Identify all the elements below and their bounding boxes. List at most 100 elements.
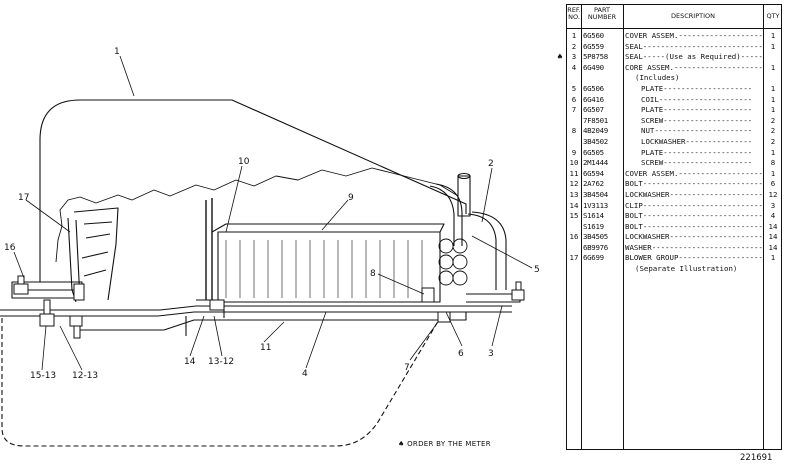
part-number-cell: 6G560 xyxy=(583,31,604,40)
core-top-plate xyxy=(211,223,445,233)
part-number-cell: S1619 xyxy=(583,221,604,231)
part-number-cell: 4B2049 xyxy=(583,126,608,136)
callout-8: 8 xyxy=(370,269,376,279)
callout-3: 3 xyxy=(488,349,494,359)
qty-cell: 1 xyxy=(770,147,776,157)
part-number-cell: 5P8758 xyxy=(583,52,608,62)
qty-cell: 4 xyxy=(770,211,776,221)
qty-cell: 3 xyxy=(770,200,776,210)
description-cell: LOCKWASHER--------------- xyxy=(641,136,753,146)
ref-no-cell: 16 xyxy=(569,232,579,242)
pipe-fitting xyxy=(457,175,471,217)
blower-shroud xyxy=(73,207,119,301)
qty-cell: 6 xyxy=(770,179,776,189)
callout-15-13: 15-13 xyxy=(30,371,56,381)
description-cell: PLATE-------------------- xyxy=(641,147,753,157)
ref-no-cell: 2 xyxy=(571,41,577,51)
parts-rows: 1 6G560 COVER ASSEM.--------------------- 1… xyxy=(557,31,781,275)
exploded-view-drawing: 1 2 3 4 5 6 7 8 9 10 11 14 13-12 16 17 1… xyxy=(0,47,540,447)
description-cell: NUT---------------------- xyxy=(641,126,753,136)
qty-cell: 1 xyxy=(770,83,776,93)
callout-labels: 1 2 3 4 5 6 7 8 9 10 11 14 13-12 16 17 1… xyxy=(4,47,540,381)
callout-9: 9 xyxy=(348,193,354,203)
part-number-cell: 6G490 xyxy=(583,62,604,72)
description-cell: COIL--------------------- xyxy=(641,94,753,104)
ref-no-cell: 10 xyxy=(569,158,579,168)
qty-cell: 12 xyxy=(768,189,778,199)
part-number-cell: S1614 xyxy=(583,211,604,221)
cutaway-edge xyxy=(55,167,459,263)
table-row: 2 6G559 SEAL------------------------------… xyxy=(567,42,781,53)
callout-5: 5 xyxy=(534,265,540,275)
qty-cell: 2 xyxy=(770,115,776,125)
part-number-cell: 6G507 xyxy=(583,105,604,115)
description-cell: PLATE-------------------- xyxy=(641,83,753,93)
ref-no-cell: 5 xyxy=(571,83,577,93)
description-cell: PLATE-------------------- xyxy=(641,105,753,115)
description-cell: COVER ASSEM.--------------------- xyxy=(625,31,763,40)
order-by-meter-mark: ♠ xyxy=(556,52,564,62)
qty-cell: 1 xyxy=(770,253,776,263)
callout-7: 7 xyxy=(404,363,410,373)
table-row: 12 2A762 BOLT-----------------------------… xyxy=(567,179,781,190)
table-row: S1619 BOLT-------------------------------… xyxy=(567,222,781,233)
qty-cell: 2 xyxy=(770,136,776,146)
ref-no-cell: 8 xyxy=(571,126,577,136)
table-row: 141V3113CLIP----------------------------… xyxy=(567,201,781,212)
ref-no-cell: 15 xyxy=(569,211,579,221)
qty-cell: 2 xyxy=(770,126,776,136)
callout-6: 6 xyxy=(458,349,464,359)
table-row: (Separate Illustration) xyxy=(567,264,781,275)
description-cell: BOLT------------------------------- xyxy=(625,179,763,189)
description-cell: BOLT------------------------------- xyxy=(625,221,763,231)
table-row: 5 6G506 PLATE-------------------- 1 xyxy=(567,84,781,95)
qty-cell: 14 xyxy=(768,221,778,231)
header-description: DESCRIPTION xyxy=(671,12,715,20)
ref-no-cell: 11 xyxy=(569,168,579,178)
base-plate xyxy=(0,305,512,331)
qty-cell: 1 xyxy=(770,62,776,72)
coil-tubes xyxy=(429,183,507,290)
ref-no-cell: 14 xyxy=(569,200,579,210)
table-row: 8 4B2049 NUT---------------------- 2 xyxy=(567,126,781,137)
ref-no-cell: 12 xyxy=(569,179,579,189)
description-cell: (Includes) xyxy=(635,73,680,83)
part-number-cell: 6G506 xyxy=(583,83,604,93)
description-cell: WASHER----------------------------- xyxy=(625,242,763,252)
callout-1: 1 xyxy=(114,47,120,57)
part-number-cell: 1V3113 xyxy=(583,200,608,210)
part-number-cell: 6G699 xyxy=(583,253,604,263)
qty-cell: 14 xyxy=(768,242,778,252)
part-number-cell: 2A762 xyxy=(583,179,604,189)
table-row: 6B9976 WASHER----------------------------… xyxy=(567,243,781,254)
part-number-cell: 6G505 xyxy=(583,147,604,157)
callout-16: 16 xyxy=(4,243,16,253)
part-number-cell: 3B4505 xyxy=(583,232,608,242)
fasteners xyxy=(13,275,525,339)
header-part-number: PART NUMBER xyxy=(587,6,617,21)
part-number-cell: 6G416 xyxy=(583,94,604,104)
qty-cell: 1 xyxy=(770,41,776,51)
header-ref-no: REF. NO. xyxy=(567,6,581,21)
callout-13-12: 13-12 xyxy=(208,357,234,367)
divider-wall xyxy=(205,198,213,300)
part-number-cell: 6G559 xyxy=(583,41,604,51)
cover-assembly-shell xyxy=(39,99,467,282)
diagram-number: 221691 xyxy=(740,453,773,463)
description-cell: (Separate Illustration) xyxy=(635,264,738,274)
part-number-cell: 6B9976 xyxy=(583,242,608,252)
description-cell: SEAL------------------------------- xyxy=(625,41,763,51)
coil xyxy=(438,238,468,286)
ref-no-cell: 3 xyxy=(571,52,577,62)
qty-cell: 1 xyxy=(770,94,776,104)
qty-cell: 1 xyxy=(770,105,776,115)
